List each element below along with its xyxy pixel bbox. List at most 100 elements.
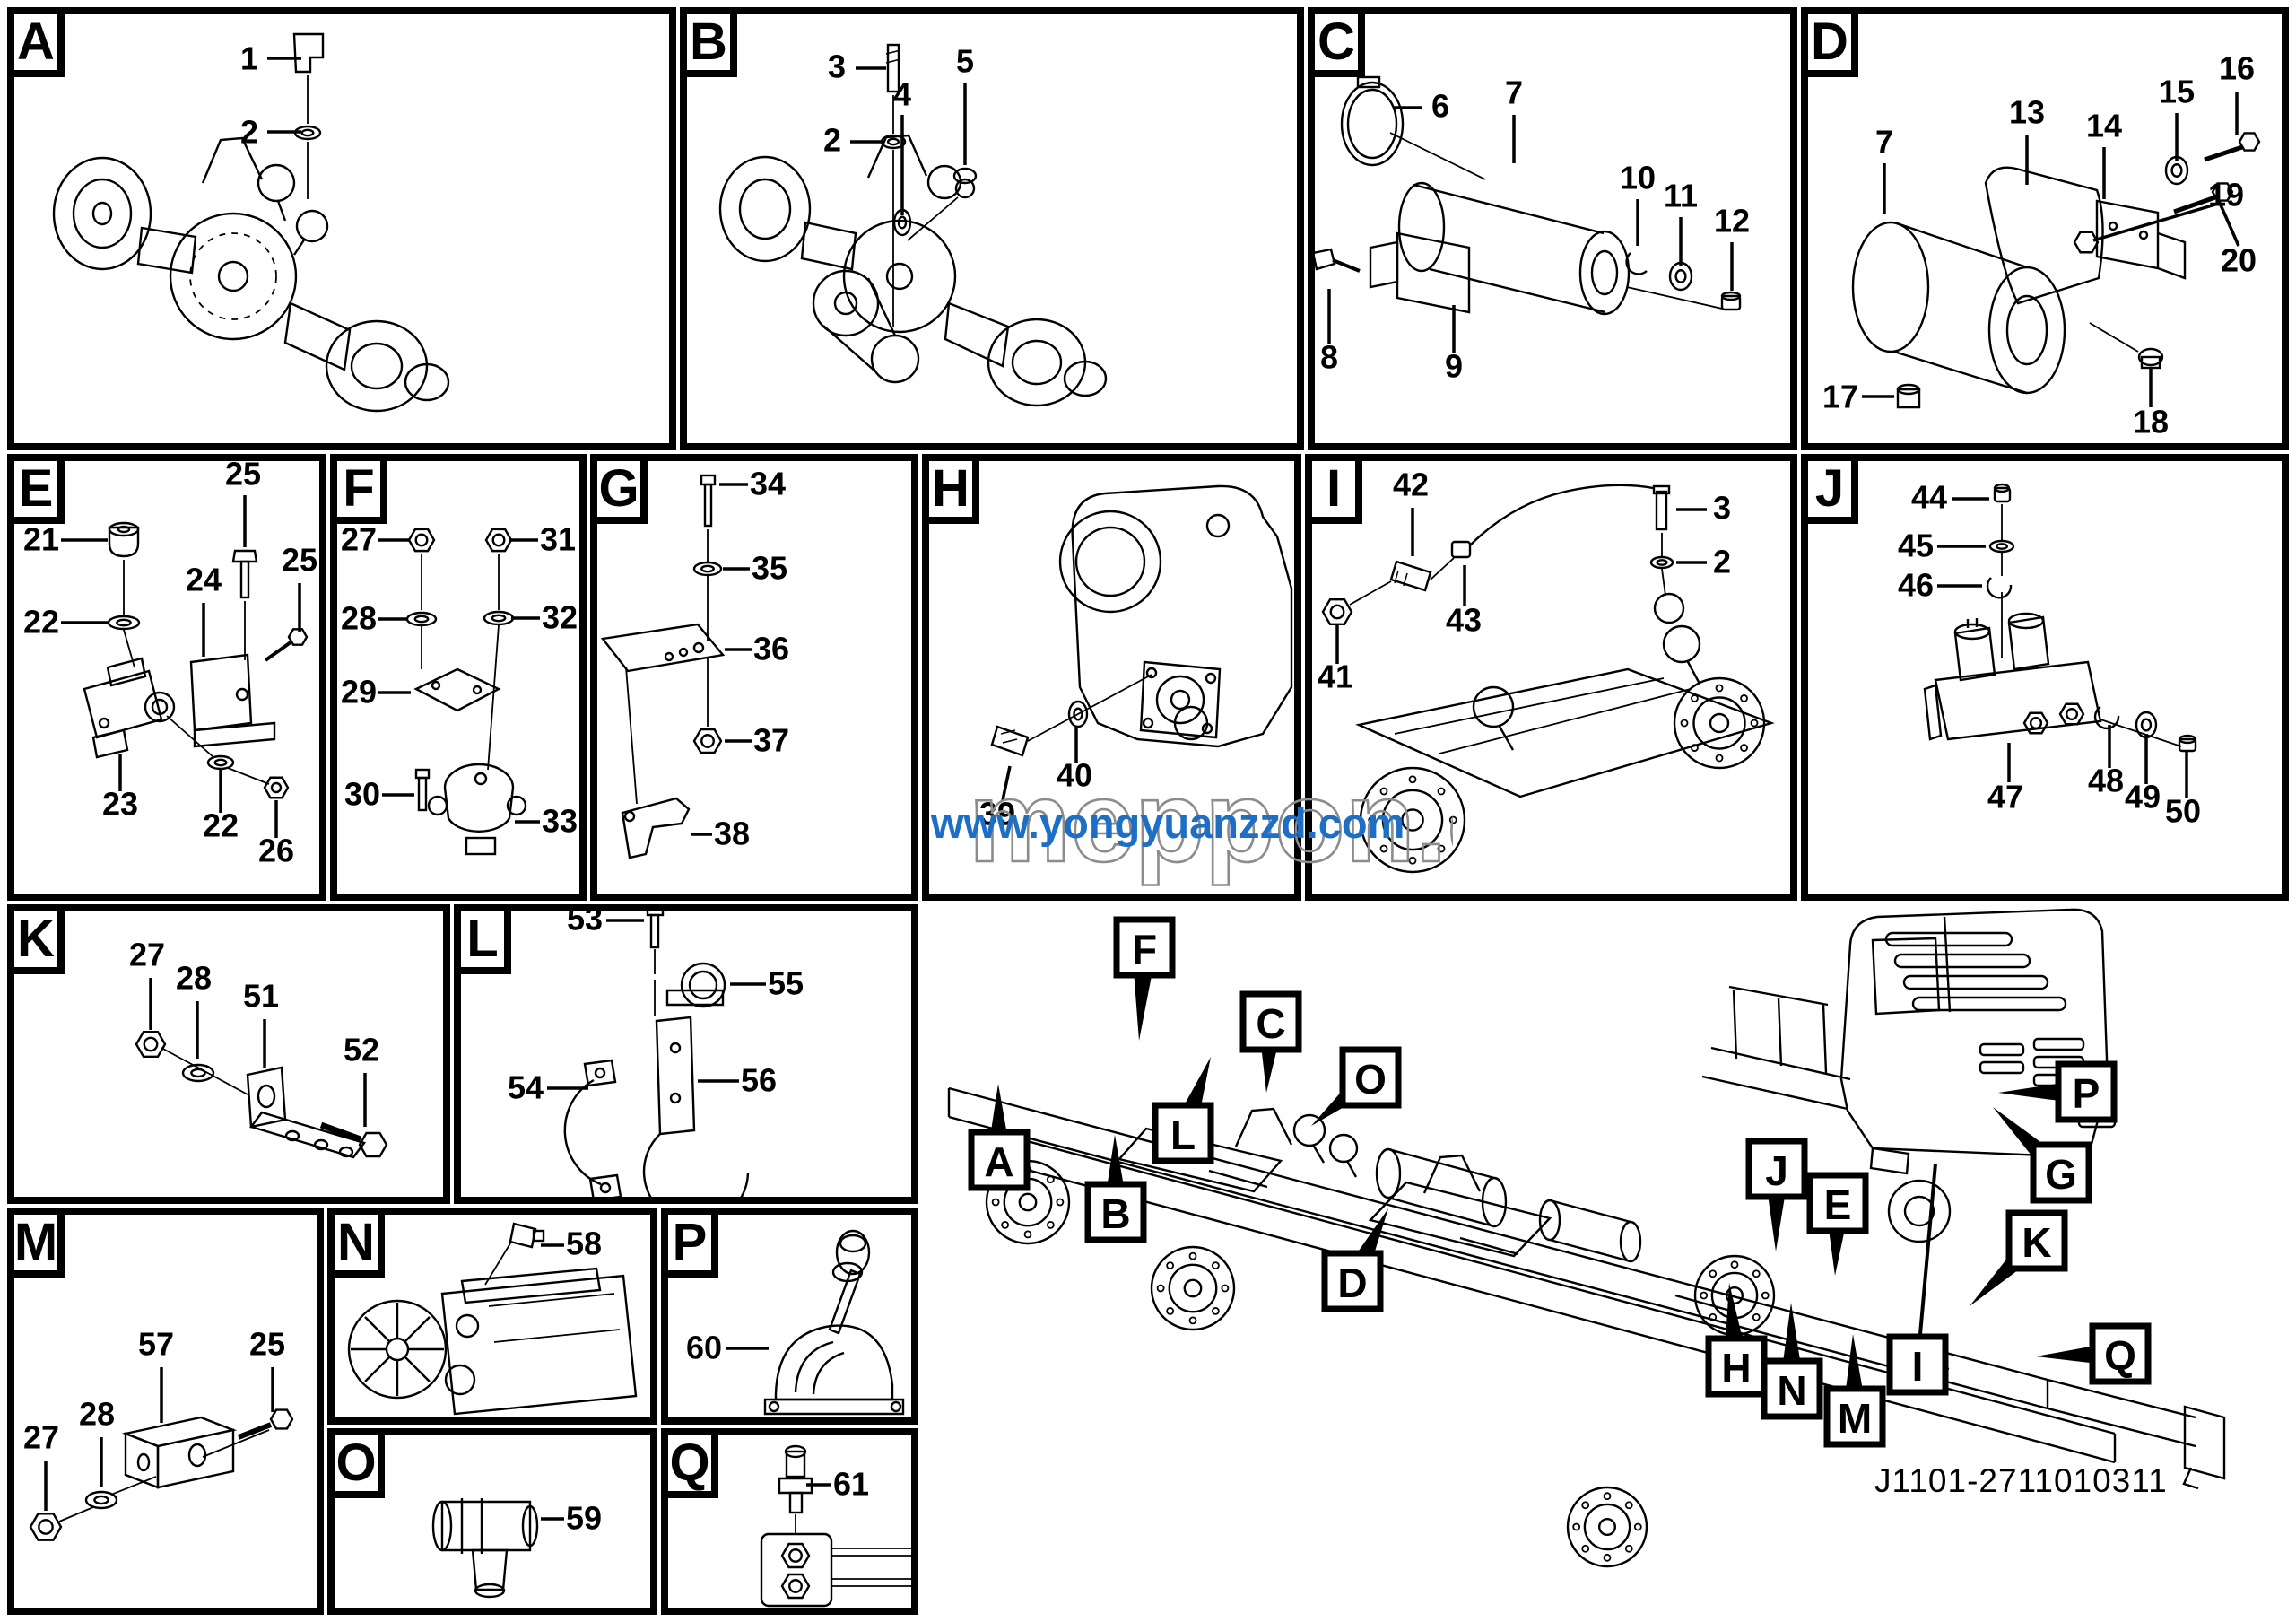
part-sketch <box>642 1133 750 1204</box>
part-sketch <box>1368 815 1377 824</box>
part-sketch <box>84 1490 118 1510</box>
panel-letter: D <box>1811 13 1848 71</box>
part-sketch <box>106 657 147 687</box>
part-sketch <box>866 277 897 336</box>
part-sketch <box>885 49 901 55</box>
chassis-marker-box-B <box>1084 1181 1147 1243</box>
panel-letter-box-D: D <box>1801 7 1858 77</box>
panel-letter: M <box>13 1213 58 1271</box>
part-sketch <box>414 533 429 547</box>
part-sketch <box>1188 1251 1197 1260</box>
panel-letter-box-N: N <box>327 1208 385 1278</box>
part-sketch <box>474 1583 506 1599</box>
chassis-marker-letter: D <box>1337 1260 1367 1306</box>
part-sketch <box>1988 539 2015 554</box>
part-sketch <box>1726 1286 1744 1305</box>
part-sketch <box>269 1408 294 1430</box>
part-sketch <box>2007 615 2050 671</box>
part-sketch <box>2238 132 2261 152</box>
part-sketch <box>364 1316 391 1343</box>
part-sketch <box>246 1066 287 1129</box>
part-sketch <box>1911 996 2067 1012</box>
part-sketch <box>2182 1467 2199 1490</box>
part-sketch <box>108 526 140 558</box>
part-sketch <box>293 238 306 256</box>
part-sketch <box>1652 484 1671 495</box>
callout-number: 28 <box>341 600 377 637</box>
part-sketch <box>1590 249 1619 296</box>
part-sketch <box>588 1173 622 1202</box>
callout-number: 24 <box>186 562 222 598</box>
part-sketch <box>665 989 725 1007</box>
part-sketch <box>1387 1196 1495 1228</box>
part-sketch <box>91 201 113 226</box>
callout-number: 48 <box>2088 763 2124 799</box>
part-sketch <box>907 196 959 241</box>
callout-number: 31 <box>540 521 576 558</box>
part-sketch <box>227 767 270 785</box>
part-sketch <box>404 362 450 402</box>
part-sketch <box>1439 688 1692 754</box>
part-sketch <box>1166 1306 1175 1315</box>
chassis-marker-letter: P <box>2073 1070 2100 1117</box>
part-sketch <box>1692 696 1746 750</box>
part-sketch <box>1006 1134 2116 1435</box>
callout-number: 27 <box>23 1419 59 1456</box>
panel-letter: A <box>17 13 55 71</box>
chassis-marker-letter: E <box>1824 1182 1852 1228</box>
callout-number: 58 <box>566 1225 602 1262</box>
part-sketch <box>1408 856 1417 865</box>
part-sketch <box>1211 1306 1220 1315</box>
part-sketch <box>1668 261 1693 292</box>
part-sketch <box>1437 787 1446 796</box>
part-sketch <box>1549 1238 1631 1263</box>
callout-number: 47 <box>1987 779 2023 815</box>
part-sketch <box>358 1131 388 1158</box>
part-sketch <box>1750 719 1759 728</box>
part-sketch <box>1011 339 1063 386</box>
part-sketch <box>1058 510 1162 614</box>
part-sketch <box>292 32 325 74</box>
part-sketch <box>1896 388 1921 409</box>
callout-number: 46 <box>1898 567 1934 604</box>
part-sketch <box>1018 1192 1038 1212</box>
part-sketch <box>987 318 1087 407</box>
part-sketch <box>954 178 976 199</box>
part-sketch <box>325 319 429 413</box>
callout-number: 17 <box>1822 379 1858 415</box>
part-sketch <box>1993 483 2011 493</box>
part-sketch <box>413 667 501 712</box>
part-sketch <box>621 797 691 859</box>
part-sketch <box>1321 597 1353 626</box>
part-sketch <box>1142 717 1154 729</box>
part-sketch <box>1934 660 2102 741</box>
part-sketch <box>52 156 152 271</box>
part-sketch <box>1979 1060 2025 1075</box>
part-sketch <box>778 1477 813 1495</box>
part-sketch <box>1396 231 1471 314</box>
part-sketch <box>1839 908 2109 1159</box>
part-sketch <box>1583 1503 1631 1551</box>
part-sketch <box>800 221 857 271</box>
callout-number: 54 <box>508 1069 544 1106</box>
part-sketch <box>1437 844 1446 853</box>
part-sketch <box>1389 132 1486 180</box>
part-sketch <box>166 715 214 758</box>
chassis-marker-letter: M <box>1838 1395 1872 1442</box>
part-sketch <box>1346 88 1398 160</box>
panel-letter: L <box>466 910 499 968</box>
part-sketch <box>1903 1195 1935 1227</box>
part-sketch <box>842 219 957 334</box>
part-sketch <box>1720 291 1742 301</box>
part-sketch <box>1728 985 1829 1007</box>
